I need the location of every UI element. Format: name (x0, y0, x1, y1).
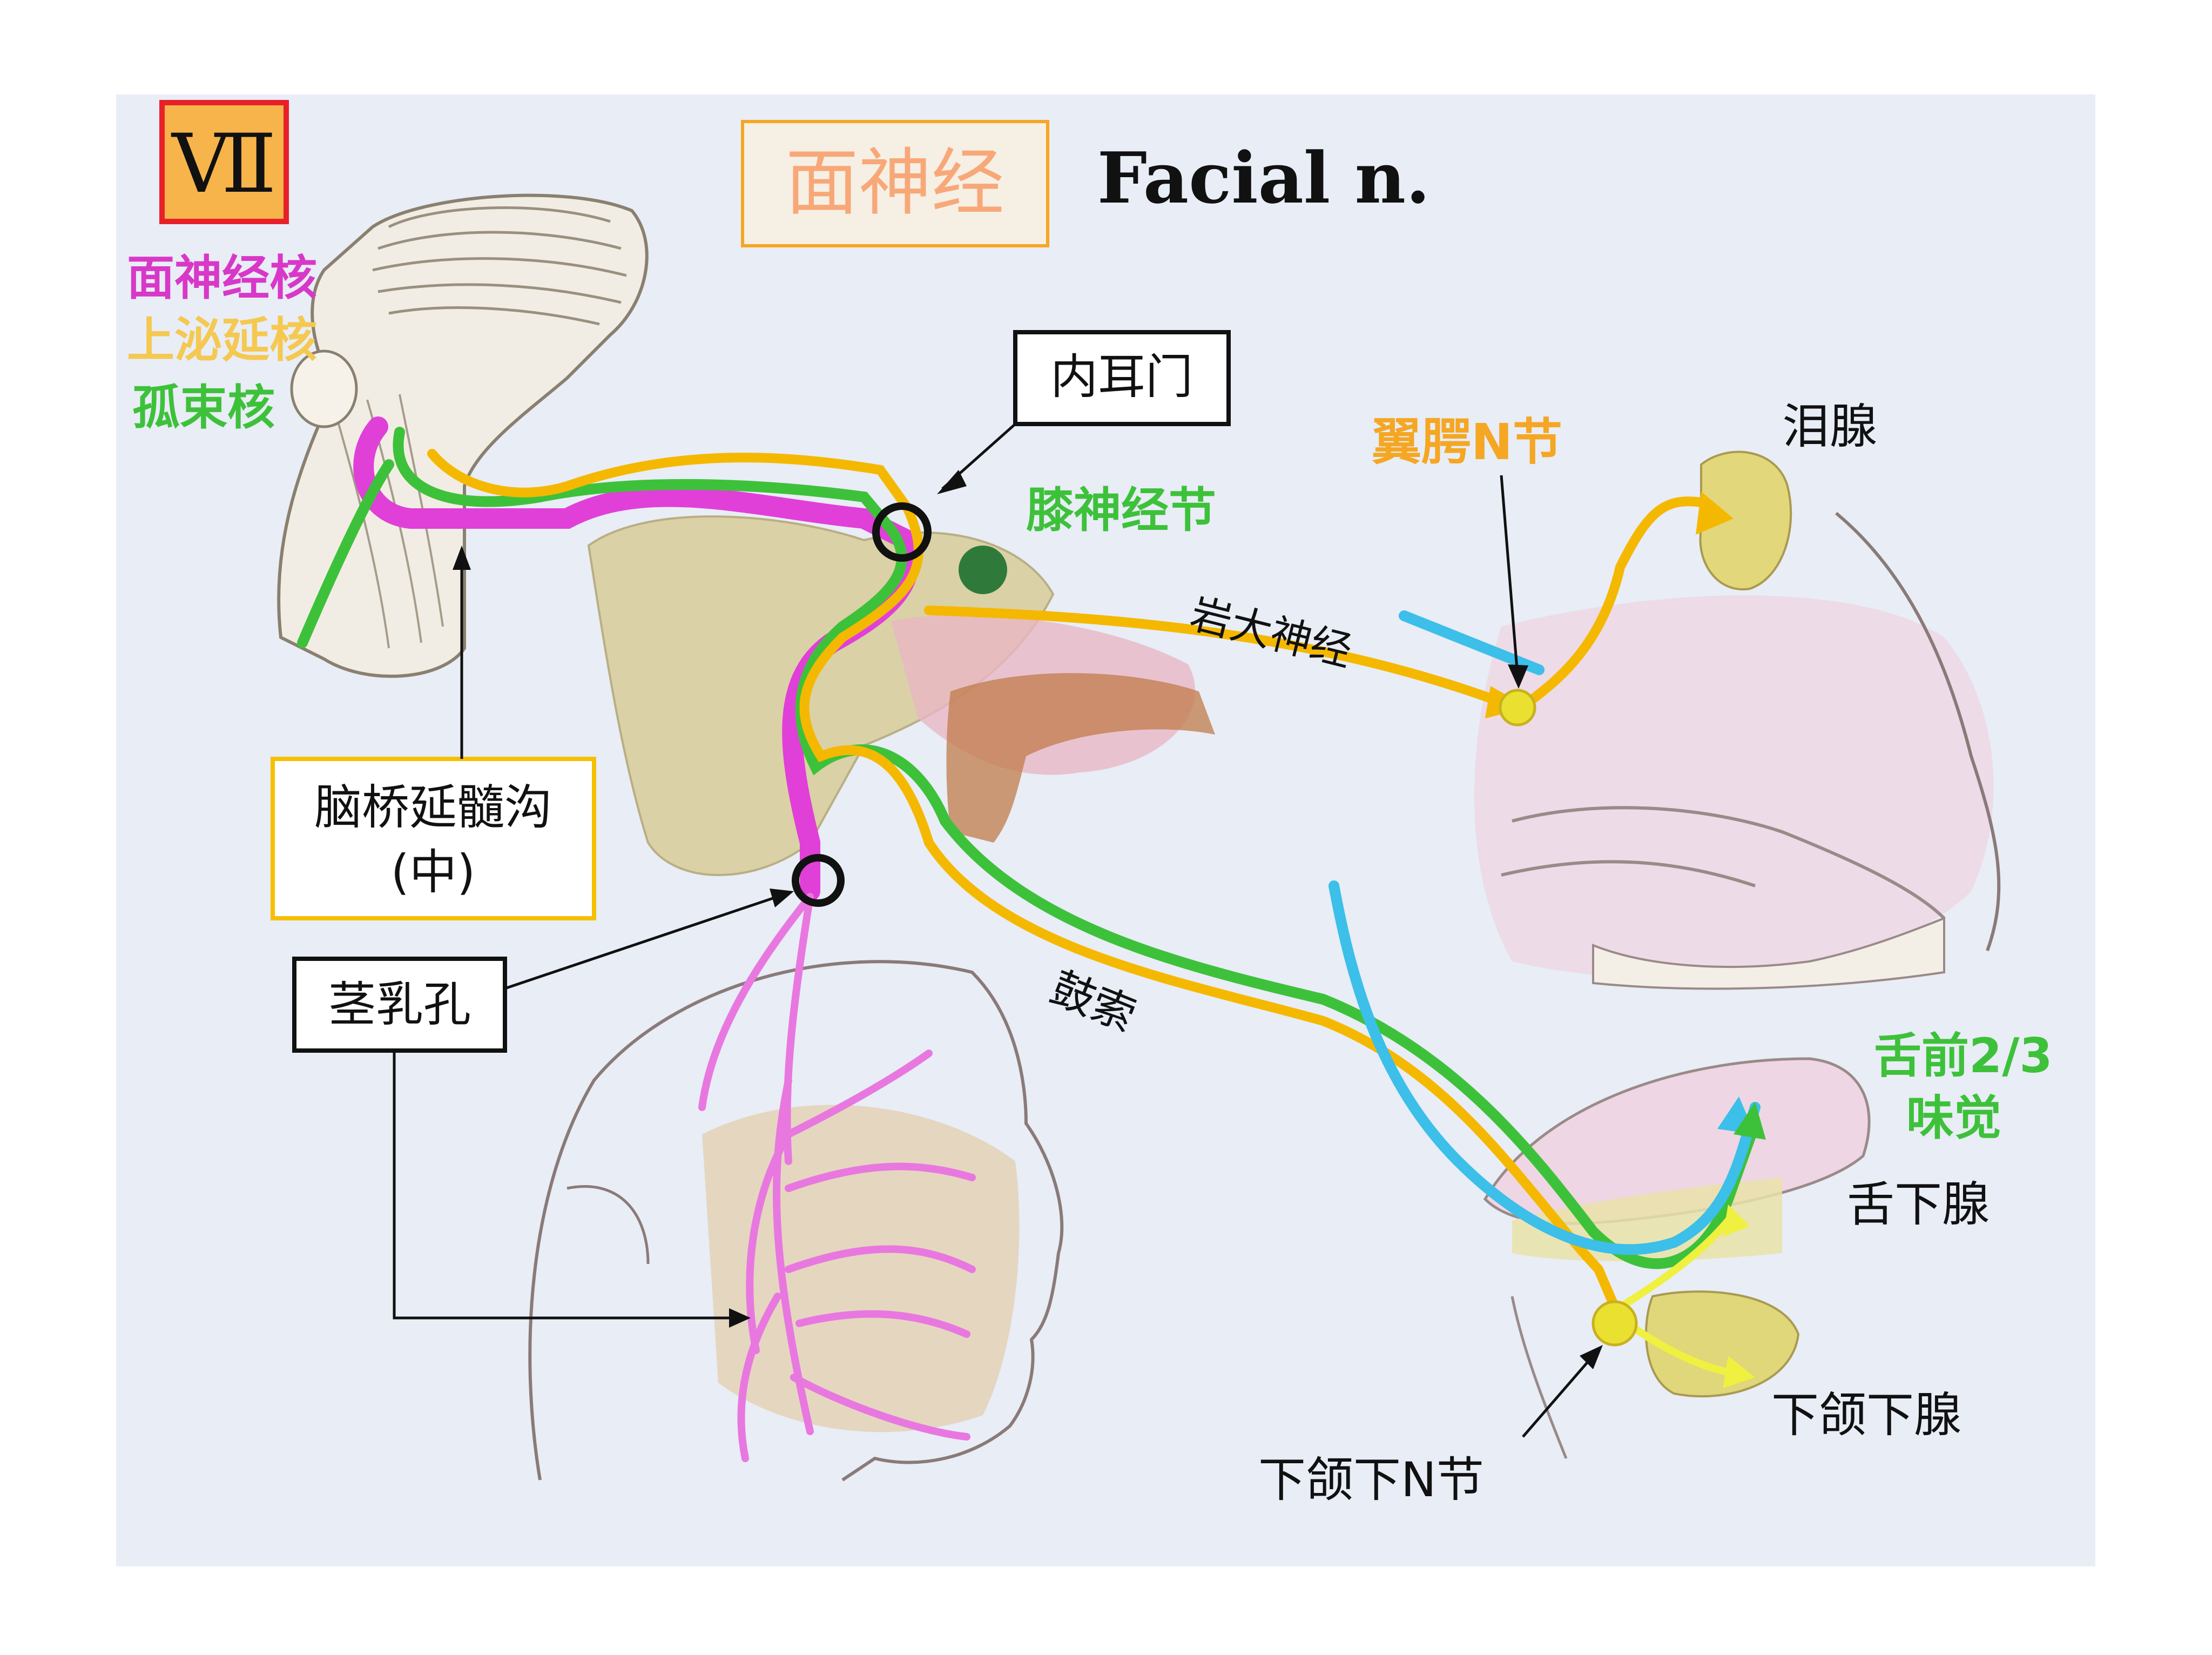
head-profile-illustration (528, 960, 1064, 1482)
leader-pterygopalatine (1500, 475, 1519, 676)
taste-label-line1: 舌前2/3 (1874, 1028, 2053, 1084)
stylomastoid-foramen-ring (792, 854, 845, 907)
roman-numeral-box (159, 100, 289, 224)
arrow-lacrimal (1696, 492, 1734, 535)
arrow-submandibular (1723, 1356, 1755, 1388)
nasal-cavity-illustration (1474, 450, 2001, 990)
internal-acoustic-meatus-box (1013, 330, 1231, 426)
submandibular-gland-label: 下颌下腺 (1771, 1387, 1961, 1443)
motor-root-path (353, 416, 920, 901)
geniculate-ganglion-dot (959, 546, 1007, 594)
lacrimal-fiber-path (1523, 496, 1706, 707)
leader-arrow-internal-meatus (937, 470, 967, 494)
stylomastoid-foramen-label: 茎乳孔 (328, 977, 471, 1032)
leader-stylomastoid (504, 895, 778, 990)
stylomastoid-foramen-box (292, 957, 507, 1053)
leader-facial-branches (393, 1051, 734, 1320)
pontomedullary-sulcus-label-line2: (中) (391, 844, 476, 900)
taste-label-line2: 味觉 (1906, 1090, 2001, 1146)
pterygopalatine-ganglion-dot (1499, 689, 1536, 726)
roman-numeral: Ⅶ (171, 117, 276, 211)
arrow-sublingual (1723, 1205, 1750, 1237)
arrow-taste-green (1734, 1102, 1766, 1140)
superior-salivatory-nucleus-label: 上泌延核 (127, 312, 317, 368)
leader-submandibular-ganglion (1522, 1355, 1594, 1438)
lacrimal-gland-label: 泪腺 (1782, 399, 1877, 454)
solitary-nucleus-label: 孤束核 (132, 380, 275, 435)
internal-acoustic-meatus-label: 内耳门 (1050, 349, 1193, 405)
leader-arrow-stylomastoid (770, 889, 794, 907)
internal-acoustic-meatus-ring (872, 502, 932, 562)
submandibular-ganglion-label: 下颌下N节 (1258, 1452, 1484, 1508)
leader-arrow-pterygopalatine (1508, 664, 1528, 689)
submandibular-ganglion-dot (1591, 1300, 1638, 1347)
pterygopalatine-ganglion-label: 翼腭N节 (1372, 413, 1562, 471)
geniculate-ganglion-label: 膝神经节 (1026, 482, 1216, 538)
pontomedullary-sulcus-box (271, 757, 596, 920)
parasympathetic-path (427, 449, 1620, 1312)
english-title: Facial n. (1097, 137, 1431, 219)
chinese-title: 面神经 (786, 140, 1004, 225)
leader-arrow-submandibular-ganglion (1580, 1345, 1603, 1369)
pontomedullary-sulcus-label-line1: 脑桥延髓沟 (314, 779, 552, 835)
leader-arrow-pontomedullary (453, 546, 471, 570)
sublingual-gland-label: 舌下腺 (1847, 1176, 1990, 1232)
facial-nucleus-label: 面神经核 (127, 250, 317, 306)
brainstem-illustration (277, 193, 649, 678)
facial-branches-path (698, 893, 976, 1462)
greater-petrosal-path (924, 606, 1506, 707)
leader-arrow-facial-branches (729, 1308, 751, 1328)
chinese-title-box (741, 120, 1049, 247)
lingual-nerve-path (1328, 880, 1761, 1255)
